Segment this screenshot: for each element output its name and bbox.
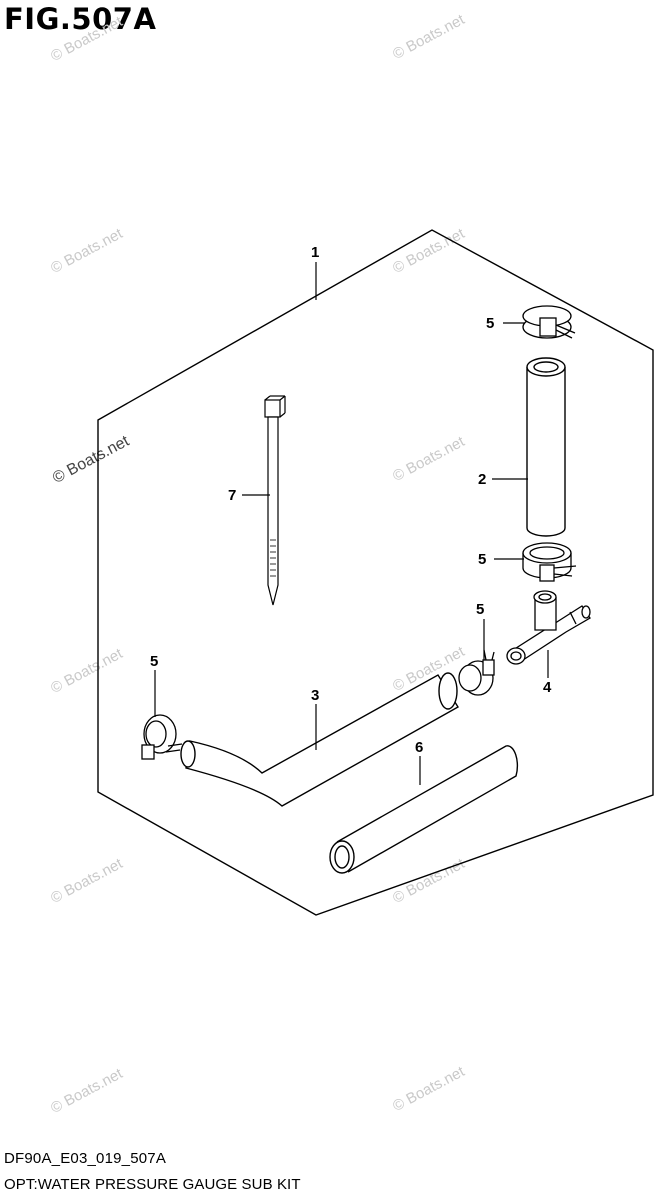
kit-outline	[97, 229, 654, 916]
clamp-part-left	[141, 714, 183, 760]
callout-7: 7	[228, 487, 236, 504]
callout-6: 6	[415, 739, 423, 756]
cable-tie-part	[264, 395, 286, 606]
callout-1: 1	[311, 244, 319, 261]
figure-title: FIG.507A	[4, 2, 157, 36]
clamp-part-top	[522, 305, 576, 339]
bent-hose-part	[180, 672, 459, 807]
straight-hose-part	[526, 357, 566, 537]
leader-lines	[154, 262, 549, 785]
tee-joint-part	[506, 590, 591, 665]
callout-3: 3	[311, 687, 319, 704]
callout-5-middle: 5	[478, 551, 486, 568]
callout-5-left: 5	[150, 653, 158, 670]
callout-5-top: 5	[486, 315, 494, 332]
callout-2: 2	[478, 471, 486, 488]
figure-caption: OPT:WATER PRESSURE GAUGE SUB KIT	[4, 1176, 301, 1193]
callout-5-right: 5	[476, 601, 484, 618]
clamp-part-middle	[522, 542, 577, 582]
clamp-part-right	[458, 649, 495, 696]
callout-4: 4	[543, 679, 552, 696]
long-hose-part	[329, 745, 519, 874]
figure-code: DF90A_E03_019_507A	[4, 1150, 167, 1167]
